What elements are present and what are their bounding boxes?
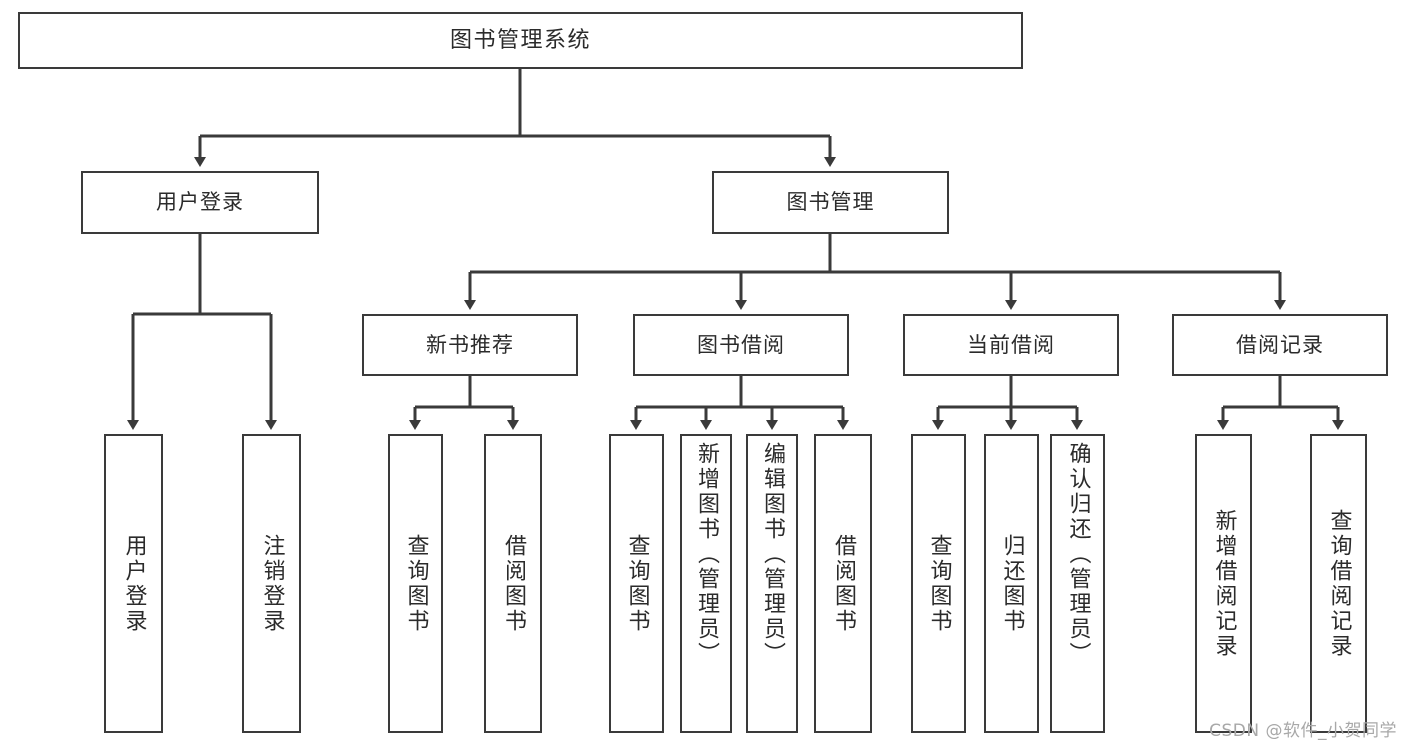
- node-book-borrow-label: 图书借阅: [697, 332, 785, 357]
- node-user-login-label: 用户登录: [156, 190, 244, 215]
- node-new-book-rec-label: 新书推荐: [426, 332, 514, 357]
- node-leaf-logout[interactable]: 注销登录: [242, 434, 301, 733]
- node-leaf-borrow-book-1[interactable]: 借阅图书: [484, 434, 542, 733]
- node-leaf-borrow-book-1-label: 借阅图书: [501, 533, 526, 634]
- node-leaf-query-record[interactable]: 查询借阅记录: [1310, 434, 1367, 733]
- node-borrow-record[interactable]: 借阅记录: [1172, 314, 1388, 376]
- node-leaf-borrow-book-2[interactable]: 借阅图书: [814, 434, 872, 733]
- node-current-borrow[interactable]: 当前借阅: [903, 314, 1119, 376]
- node-leaf-add-book[interactable]: 新增图书（管理员）: [680, 434, 732, 733]
- node-book-borrow[interactable]: 图书借阅: [633, 314, 849, 376]
- node-leaf-add-record[interactable]: 新增借阅记录: [1195, 434, 1252, 733]
- node-leaf-query-book-1-label: 查询图书: [403, 533, 429, 634]
- node-leaf-confirm-return[interactable]: 确认归还（管理员）: [1050, 434, 1105, 733]
- node-book-manage-label: 图书管理: [786, 190, 875, 215]
- node-leaf-return-book-label: 归还图书: [999, 533, 1025, 634]
- node-leaf-user-login-label: 用户登录: [121, 533, 147, 634]
- node-current-borrow-label: 当前借阅: [967, 332, 1055, 357]
- node-leaf-user-login[interactable]: 用户登录: [104, 434, 163, 733]
- node-leaf-add-record-label: 新增借阅记录: [1211, 508, 1237, 659]
- node-leaf-add-book-label: 新增图书（管理员）: [694, 442, 719, 667]
- node-book-manage[interactable]: 图书管理: [712, 171, 949, 234]
- node-root-label: 图书管理系统: [449, 27, 591, 53]
- node-leaf-confirm-return-label: 确认归还（管理员）: [1065, 442, 1091, 667]
- node-leaf-query-book-1[interactable]: 查询图书: [388, 434, 443, 733]
- node-leaf-query-book-3-label: 查询图书: [926, 533, 952, 634]
- node-leaf-return-book[interactable]: 归还图书: [984, 434, 1039, 733]
- node-leaf-query-book-2[interactable]: 查询图书: [609, 434, 664, 733]
- node-root[interactable]: 图书管理系统: [18, 12, 1023, 69]
- node-leaf-query-record-label: 查询借阅记录: [1326, 508, 1352, 659]
- node-leaf-logout-label: 注销登录: [259, 533, 285, 634]
- node-borrow-record-label: 借阅记录: [1236, 332, 1324, 357]
- node-leaf-edit-book[interactable]: 编辑图书（管理员）: [746, 434, 798, 733]
- node-leaf-edit-book-label: 编辑图书（管理员）: [760, 442, 785, 667]
- node-user-login[interactable]: 用户登录: [81, 171, 319, 234]
- node-leaf-borrow-book-2-label: 借阅图书: [831, 533, 856, 634]
- node-leaf-query-book-3[interactable]: 查询图书: [911, 434, 966, 733]
- node-new-book-rec[interactable]: 新书推荐: [362, 314, 578, 376]
- node-leaf-query-book-2-label: 查询图书: [624, 533, 650, 634]
